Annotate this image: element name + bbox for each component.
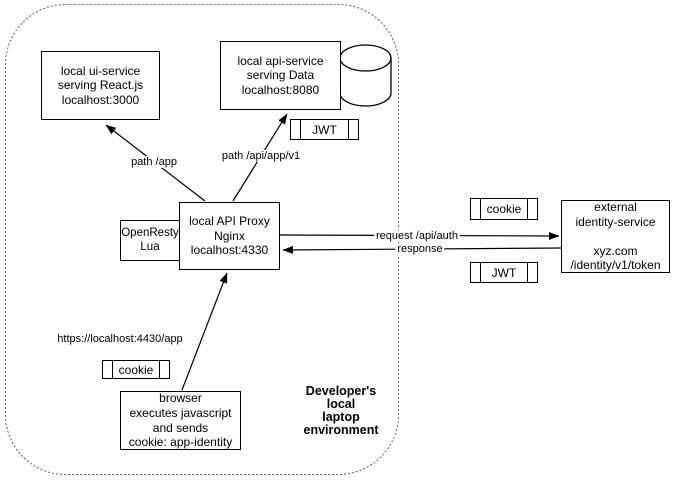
node-openresty-lua: OpenResty Lua xyxy=(120,220,180,261)
jwt-token-badge-auth: JWT xyxy=(470,262,538,283)
edge-label-path-app: path /app xyxy=(129,156,179,168)
edge-label-response: response xyxy=(395,243,445,255)
arrow-browser-to-proxy xyxy=(181,272,228,391)
edge-label-path-api-app-v1: path /api/app/v1 xyxy=(219,150,303,162)
cookie-label: cookie xyxy=(118,362,154,377)
node-external-identity-service: external identity-service xyz.com /ident… xyxy=(561,200,670,273)
node-local-api-proxy: local API Proxy Nginx localhost:4330 xyxy=(179,202,280,270)
jwt-token-label: JWT xyxy=(491,265,517,280)
edge-label-browser-url: https://localhost:4430/app xyxy=(55,333,185,345)
edge-label-request-api-auth: request /api/auth xyxy=(374,230,460,242)
node-local-ui-service: local ui-service serving React.js localh… xyxy=(41,51,160,120)
database-cylinder-icon xyxy=(339,44,392,107)
cookie-badge-browser: cookie xyxy=(102,360,170,379)
node-local-api-service: local api-service serving Data localhost… xyxy=(220,41,341,110)
jwt-token-label: JWT xyxy=(312,122,337,137)
cookie-label: cookie xyxy=(486,202,522,216)
environment-title: Developer's local laptop environment xyxy=(303,384,379,437)
jwt-token-badge-api: JWT xyxy=(290,119,359,140)
cookie-badge-auth: cookie xyxy=(470,198,538,220)
laptop-environment-boundary xyxy=(5,4,399,475)
node-browser: browser executes javascript and sends co… xyxy=(120,391,241,450)
